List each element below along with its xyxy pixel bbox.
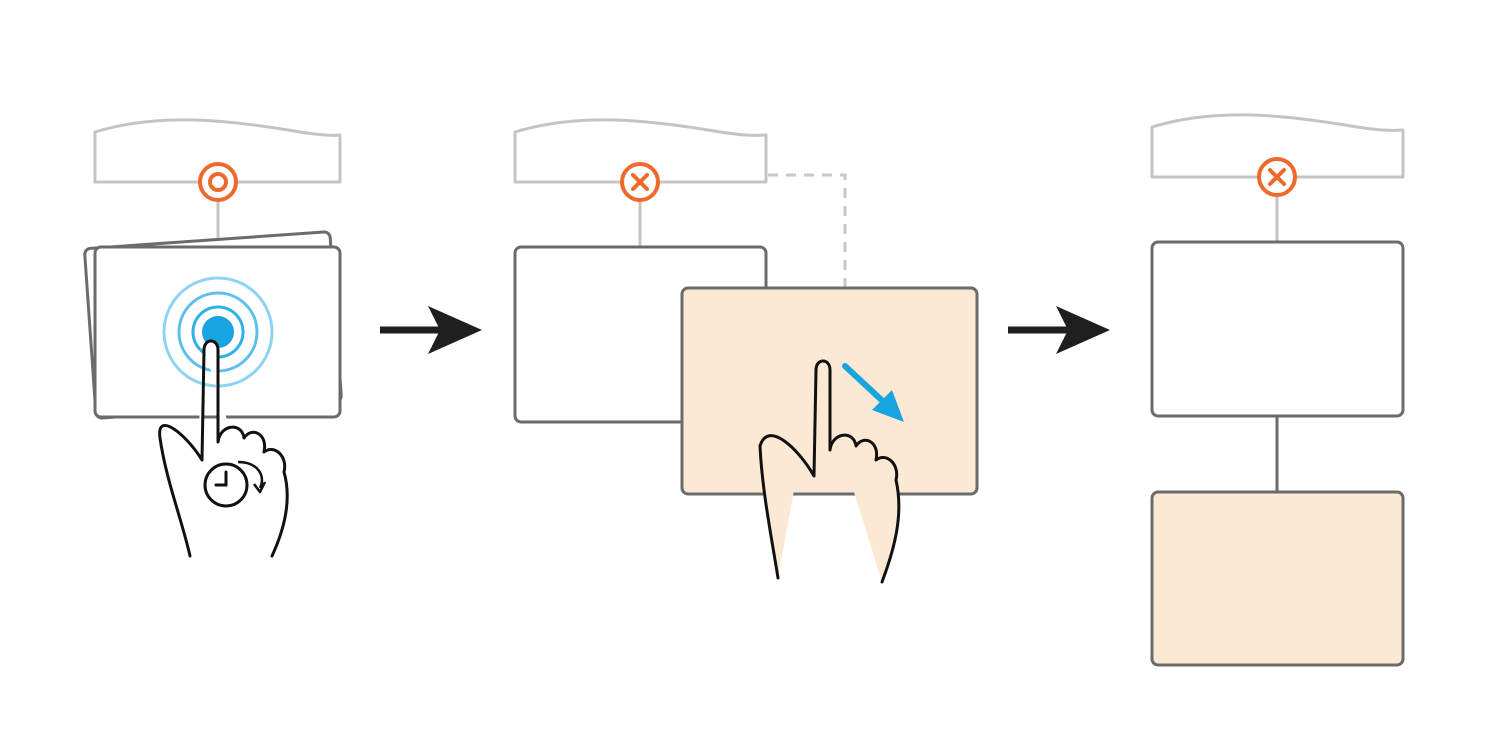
right-arrow-icon — [1008, 306, 1110, 354]
parent-card — [513, 118, 768, 184]
close-circle-icon — [620, 162, 660, 202]
clock-icon — [203, 460, 267, 508]
step-2-drag-away — [513, 118, 979, 584]
step-3-reattached — [1150, 113, 1405, 667]
drag-direction-arrow-icon — [842, 363, 904, 422]
hand-pointer-icon — [158, 339, 289, 558]
upper-node-card — [1150, 240, 1405, 418]
right-arrow-icon — [380, 306, 482, 354]
parent-card — [93, 118, 342, 184]
target-circle-icon — [198, 162, 238, 202]
attached-node-card — [1150, 490, 1405, 667]
parent-card — [1150, 113, 1405, 179]
step-1-press-and-hold — [83, 118, 343, 558]
close-circle-icon — [1257, 157, 1297, 197]
dashed-link — [768, 173, 847, 288]
hand-pointer-icon — [758, 359, 901, 584]
